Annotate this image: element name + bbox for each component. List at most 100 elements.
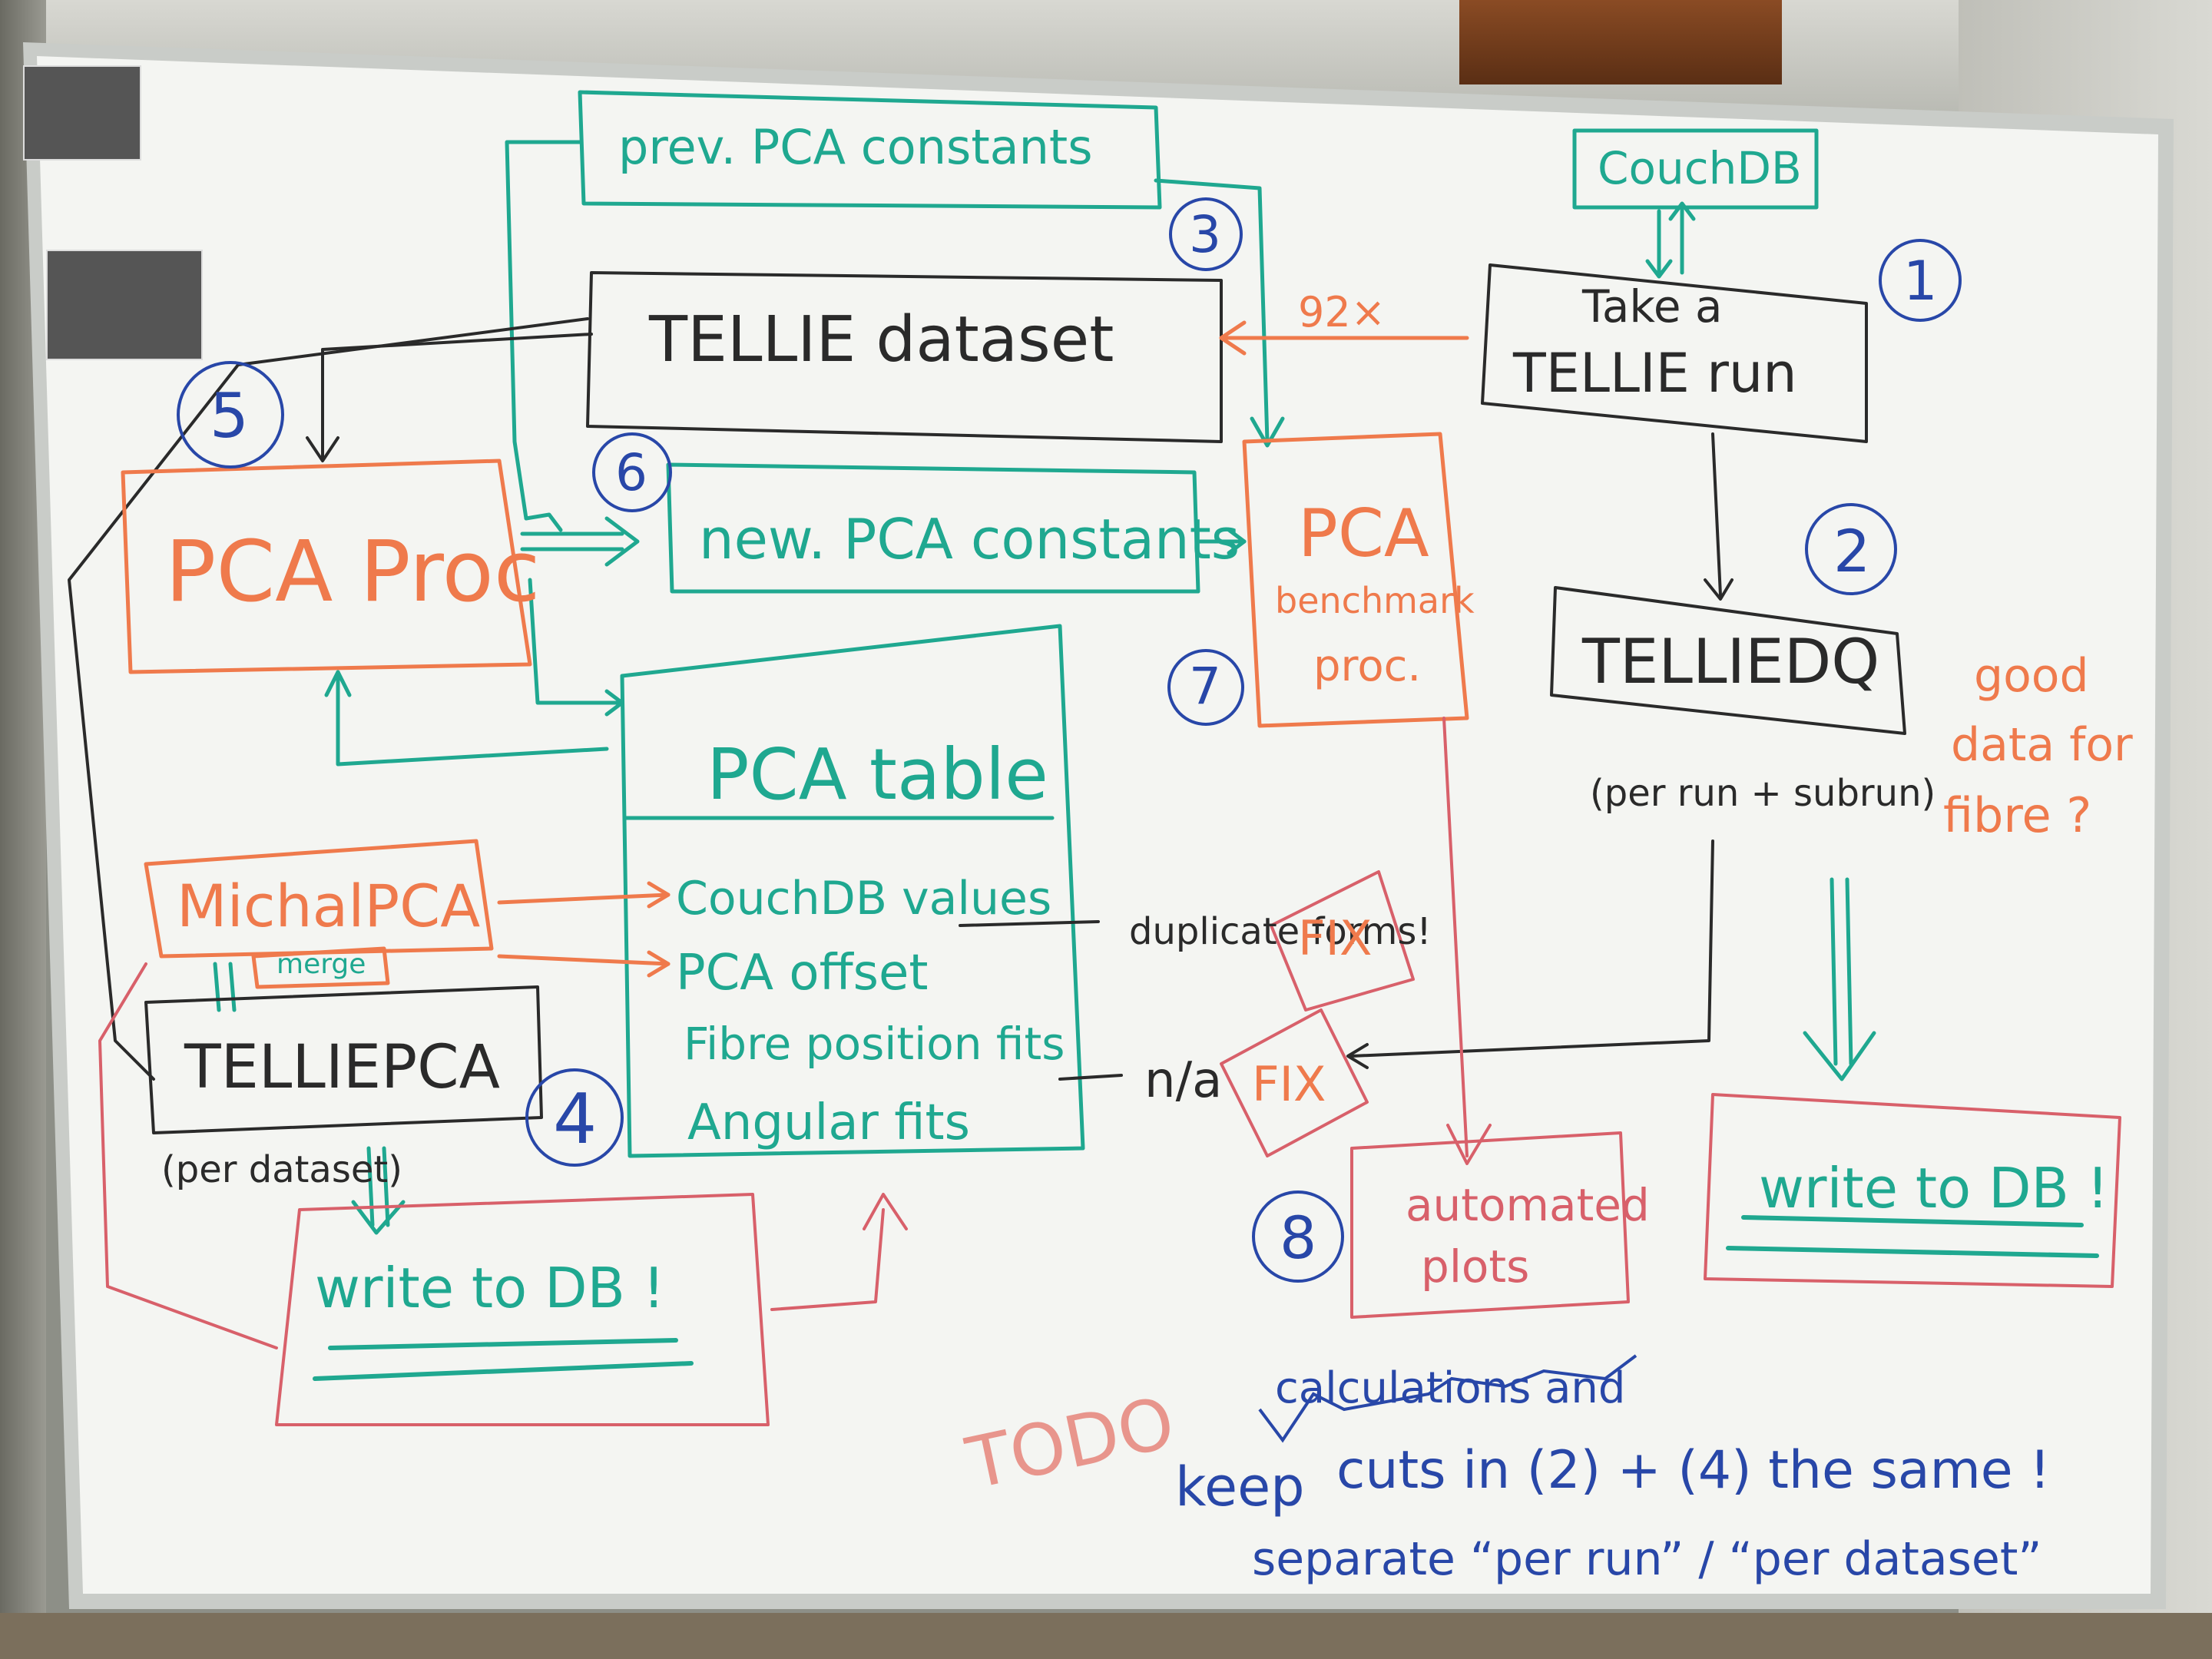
label-telliepca: TELLIEPCA — [184, 1033, 500, 1102]
circle-7 — [1167, 649, 1244, 726]
box-pca-proc — [121, 459, 532, 674]
label-plots: plots — [1421, 1240, 1530, 1293]
label-pca-offset: PCA offset — [676, 945, 929, 1002]
label-couchdb-values: CouchDB values — [676, 872, 1052, 926]
label-fix-1: FIX — [1298, 910, 1373, 966]
label-merge: merge — [276, 949, 366, 980]
arrow-michal-to-couchdb — [497, 892, 671, 905]
box-take-tellie-run — [1481, 263, 1868, 443]
circle-6 — [592, 432, 672, 512]
label-pca-proc: PCA Proc — [165, 522, 541, 621]
line-write-to-michal — [98, 962, 278, 1349]
arrow-take-to-dq — [1711, 432, 1722, 597]
label-michalpca: MichalPCA — [177, 872, 481, 940]
whiteboard-drawing — [23, 42, 2174, 1609]
underline-left-1 — [328, 1338, 678, 1350]
number-3: 3 — [1189, 205, 1221, 264]
label-cuts-line: cuts in (2) + (4) the same ! — [1336, 1440, 2051, 1501]
line-offset-dup — [959, 920, 1100, 927]
label-separate-line: separate “per run” / “per dataset” — [1252, 1532, 2042, 1586]
label-per-dataset: (per dataset) — [161, 1148, 402, 1191]
label-per-run-subrun: (per run + subrun) — [1590, 772, 1936, 815]
label-new-pca-constants: new. PCA constants — [699, 507, 1240, 571]
arrow-proc-to-table — [528, 578, 624, 705]
label-couchdb: CouchDB — [1598, 142, 1802, 194]
label-tellie-run: TELLIE run — [1513, 342, 1797, 405]
label-fix-2: FIX — [1252, 1056, 1326, 1112]
label-duplicate-forms: duplicate forms! — [1129, 910, 1432, 953]
label-pca-benchmark-3: proc. — [1313, 641, 1422, 691]
label-pca-table: PCA table — [707, 733, 1048, 816]
circle-1 — [1879, 239, 1962, 322]
box-michalpca — [144, 839, 494, 959]
arrow-prev-to-proc — [505, 140, 582, 521]
label-pca-benchmark-1: PCA — [1298, 495, 1429, 572]
number-5: 5 — [210, 380, 249, 452]
label-keep: keep — [1175, 1455, 1305, 1518]
number-7: 7 — [1189, 657, 1221, 716]
label-pca-benchmark-2: benchmark — [1275, 580, 1475, 621]
circle-8 — [1252, 1190, 1344, 1283]
circle-2 — [1805, 503, 1897, 595]
arrow-prev-to-benchmark — [1154, 178, 1270, 444]
box-automated-plots — [1350, 1131, 1630, 1319]
label-prev-pca-constants: prev. PCA constants — [618, 119, 1093, 175]
label-data-for: data for — [1951, 718, 2133, 772]
number-6: 6 — [615, 443, 647, 502]
arrow-dataset-to-proc — [321, 333, 593, 459]
arrow-table-to-proc — [336, 670, 609, 767]
arrow-michal-merge — [213, 962, 221, 1012]
label-telliedq: TELLIEDQ — [1582, 626, 1880, 697]
label-good: good — [1974, 649, 2089, 703]
label-fibre: fibre ? — [1943, 787, 2092, 843]
box-pca-benchmark — [1242, 432, 1469, 728]
brace-calculations — [1258, 1354, 1637, 1443]
arrow-good-to-write — [1830, 877, 1838, 1066]
underline-right-1 — [1741, 1215, 2084, 1227]
pinned-photo-1 — [23, 65, 141, 161]
arrow-write-to-table — [770, 1208, 885, 1311]
shelf — [1459, 0, 1782, 84]
number-2: 2 — [1833, 517, 1871, 585]
box-pca-table — [620, 624, 1085, 1158]
underline-left-2 — [313, 1361, 694, 1381]
circle-4 — [525, 1068, 624, 1167]
number-1: 1 — [1903, 250, 1938, 313]
board-surface — [37, 56, 2158, 1594]
box-telliedq — [1550, 586, 1906, 735]
box-telliepca — [144, 985, 543, 1134]
circle-3 — [1169, 197, 1243, 271]
circle-5 — [177, 361, 284, 469]
label-fibre-position-fits: Fibre position fits — [684, 1018, 1065, 1070]
underline-right-2 — [1726, 1246, 2099, 1258]
label-calculations-and: calculations and — [1275, 1363, 1626, 1413]
number-8: 8 — [1280, 1204, 1317, 1272]
line-angular-na — [1058, 1074, 1123, 1081]
line-dataset-left — [68, 317, 589, 1081]
box-prev-pca-constants — [578, 90, 1162, 210]
arrow-benchmark-to-plots — [1442, 717, 1469, 1157]
box-fix-1 — [1270, 870, 1415, 1012]
label-automated: automated — [1406, 1179, 1650, 1231]
arrow-michal-to-offset — [497, 954, 671, 966]
number-4: 4 — [553, 1079, 598, 1160]
label-angular-fits: Angular fits — [687, 1094, 970, 1151]
box-couchdb — [1572, 128, 1819, 210]
whiteboard: prev. PCA constants CouchDB TELLIE datas… — [23, 42, 2189, 1609]
box-merge — [251, 946, 390, 989]
arrow-telliepca-to-write — [366, 1146, 375, 1227]
pinned-photo-2 — [46, 250, 203, 360]
label-write-to-db-left: write to DB ! — [315, 1256, 665, 1320]
arrow-dq-to-fix — [1350, 839, 1714, 1058]
box-new-pca-constants — [666, 462, 1200, 594]
box-write-db-right — [1704, 1093, 2121, 1288]
label-take-a: Take a — [1582, 280, 1723, 333]
label-write-to-db-right: write to DB ! — [1759, 1156, 2109, 1220]
floor — [0, 1613, 2212, 1659]
label-tellie-dataset: TELLIE dataset — [649, 303, 1114, 376]
box-fix-2 — [1220, 1008, 1369, 1157]
box-tellie-dataset — [586, 271, 1223, 443]
label-na: n/a — [1144, 1052, 1223, 1109]
label-92x: 92× — [1298, 288, 1386, 336]
